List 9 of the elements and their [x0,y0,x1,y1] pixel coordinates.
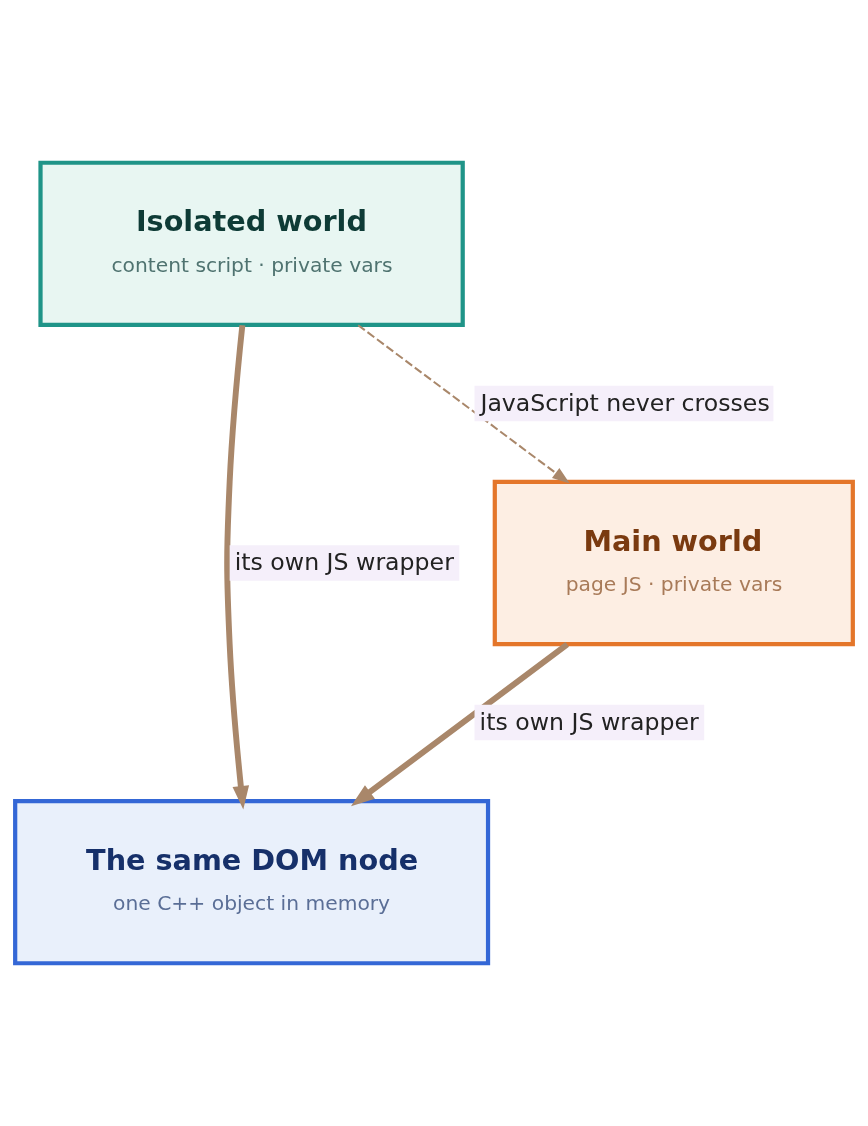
arrow [357,324,570,484]
node-box: The same DOM node one C++ object in memory [13,799,491,966]
arrow [224,324,250,810]
edge-label: its own JS wrapper [234,548,454,577]
arrow [350,642,570,807]
edge-label: its own JS wrapper [479,707,699,736]
edge-label: JavaScript never crosses [480,388,770,417]
node-box: Isolated world content script · private vars [38,160,465,327]
node-box: Main world page JS · private vars [492,479,855,647]
